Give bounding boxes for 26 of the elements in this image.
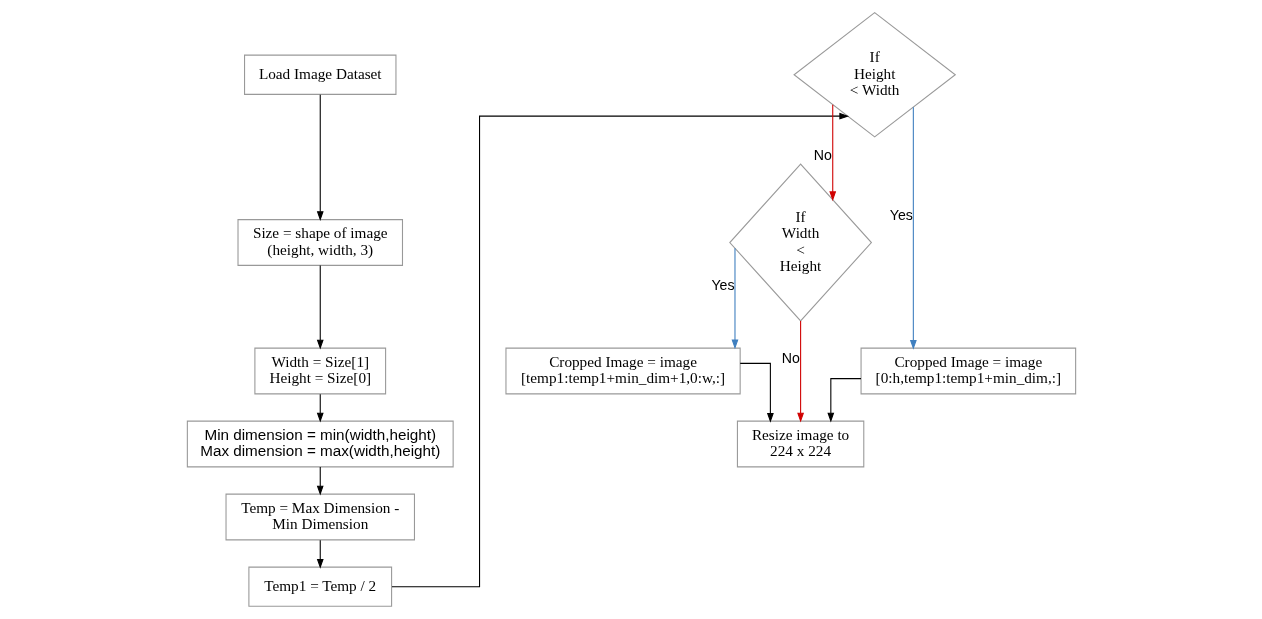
node-box: Load Image Dataset xyxy=(243,54,396,95)
arrow xyxy=(731,247,738,350)
node-box: Cropped Image = image [0:h,temp1:temp1+min_dim,:] xyxy=(860,347,1076,395)
arrow xyxy=(316,539,324,569)
edge-label: No xyxy=(813,146,832,163)
arrow xyxy=(828,104,836,202)
edge-label: Yes xyxy=(889,206,913,223)
arrow xyxy=(316,94,324,222)
arrow xyxy=(316,393,324,423)
node-box: Temp1 = Temp / 2 xyxy=(247,566,392,607)
arrow xyxy=(796,320,804,423)
edge-label: No xyxy=(781,350,800,367)
node-box: Min dimension = min(width,height) Max dimension = max(width,height) xyxy=(186,420,454,468)
arrow xyxy=(739,362,774,423)
arrow xyxy=(909,106,917,350)
edge-label: Yes xyxy=(710,277,735,294)
arrow xyxy=(316,264,324,350)
node-box: Size = shape of image (height, width, 3) xyxy=(236,219,403,266)
node-diamond: If Height < Width xyxy=(792,12,956,138)
node-box: Resize image to 224 x 224 xyxy=(736,420,864,468)
node-box: Cropped Image = image [temp1:temp1+min_dim+1,0:w,:] xyxy=(504,347,741,395)
arrow xyxy=(390,112,849,588)
arrow xyxy=(316,466,324,496)
node-box: Temp = Max Dimension - Min Dimension xyxy=(225,493,415,541)
arrow xyxy=(826,378,862,423)
node-box: Width = Size[1] Height = Size[0] xyxy=(253,347,386,395)
